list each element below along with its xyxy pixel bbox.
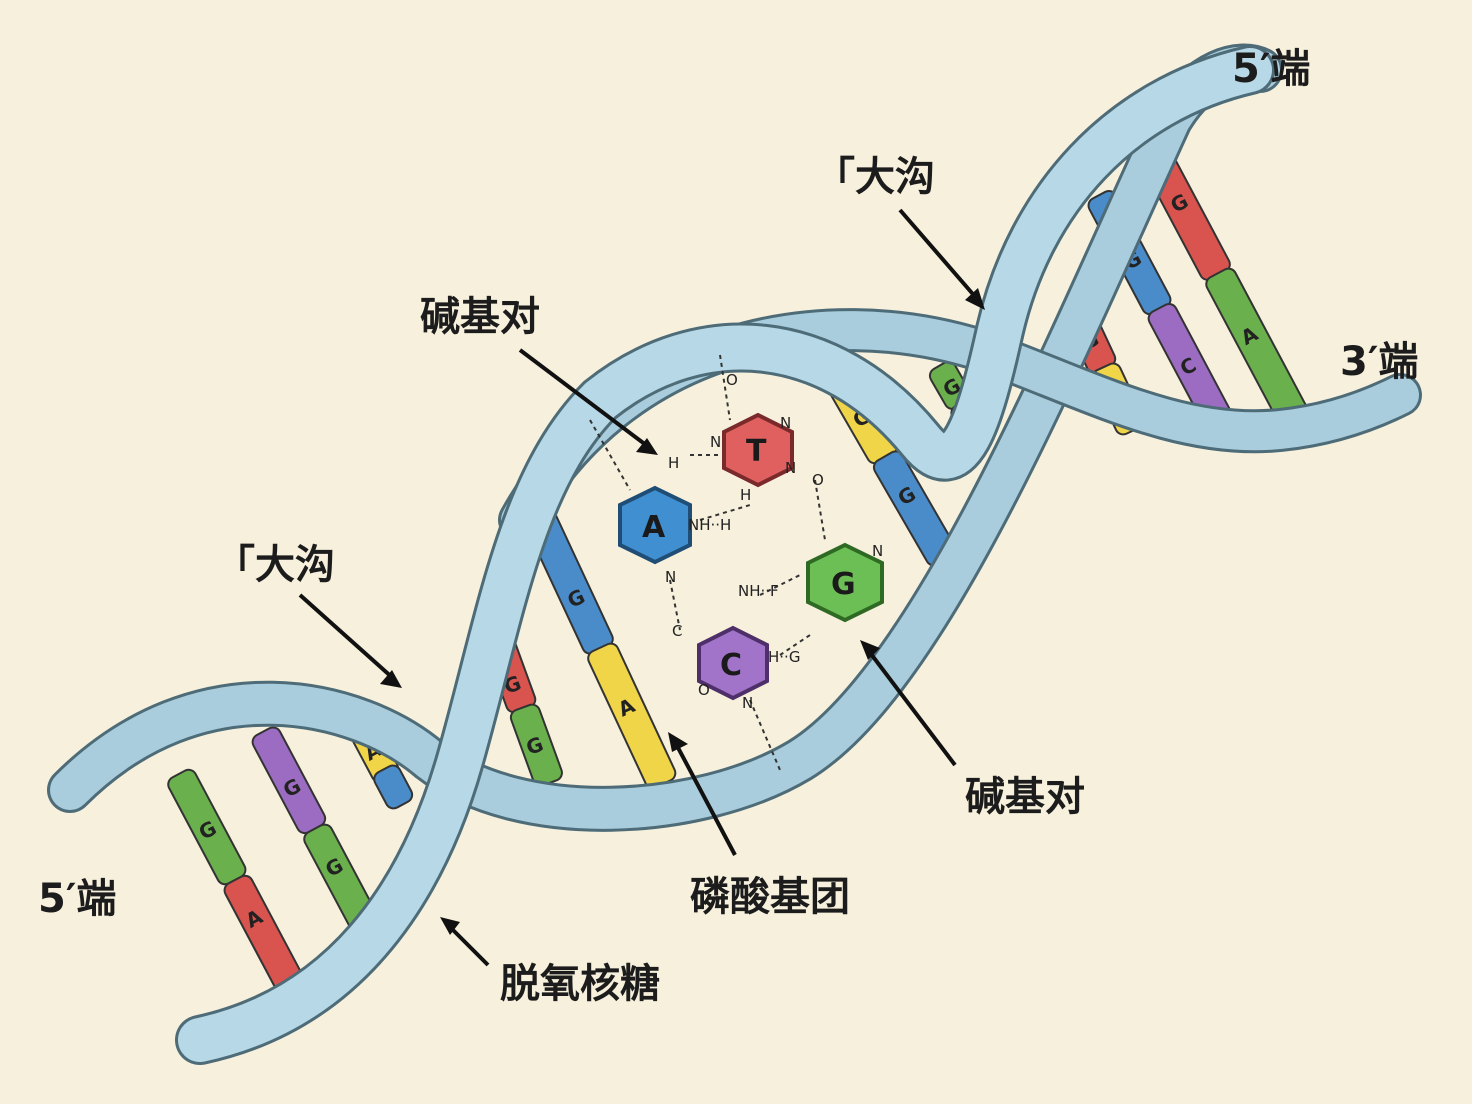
thymine-ring: T	[722, 412, 794, 488]
backbone-strands	[47, 43, 1422, 1065]
thymine-label: T	[746, 434, 767, 469]
atom-label: NH··F	[738, 582, 779, 600]
arrowhead	[380, 670, 402, 688]
arrow-deoxyribose	[446, 923, 490, 967]
atom-label: O	[698, 681, 710, 699]
atom-label: NH··H	[688, 516, 731, 534]
molecular-detail: A T G C H N O N N O NH··H H N C NH··F N …	[589, 354, 884, 771]
atom-label: H	[668, 454, 679, 472]
arrow-major-groove-top	[898, 208, 980, 302]
cytosine-ring: C	[697, 625, 769, 701]
atom-label: C	[672, 622, 682, 640]
label-arrows	[298, 208, 985, 967]
rung: G G	[251, 726, 378, 932]
atom-label: N	[742, 694, 753, 712]
atom-label: N	[780, 414, 791, 432]
atom-label: O	[812, 471, 824, 489]
base-pair-rungs: G A G G A G G G A G	[167, 123, 1308, 1001]
arrowhead	[636, 438, 658, 455]
diagram-labels: 5′端 3′端 「大沟 碱基对 「大沟 碱基对 5′端 磷酸基团 脱氧核糖	[38, 46, 1418, 1007]
label-deoxyribose: 脱氧核糖	[500, 961, 660, 1007]
atom-label: N	[872, 542, 883, 560]
adenine-ring: A	[618, 485, 692, 565]
label-phosphate-group: 磷酸基团	[690, 874, 850, 920]
hydrogen-bonds	[589, 354, 826, 771]
atom-label: H··G	[768, 648, 800, 666]
label-five-prime-end-left: 5′端	[38, 876, 116, 922]
backbone-fill	[178, 48, 1272, 1062]
arrowhead	[440, 917, 460, 935]
adenine-label: A	[642, 510, 666, 545]
rung: G A	[524, 508, 677, 789]
arrowhead	[860, 640, 880, 660]
atom-label: N	[785, 459, 796, 477]
label-major-groove-top: 「大沟	[815, 154, 935, 200]
label-three-prime-end: 3′端	[1340, 339, 1418, 385]
arrow-phosphate-group	[673, 741, 737, 856]
atom-label: N	[665, 568, 676, 586]
label-five-prime-end-top: 5′端	[1232, 46, 1310, 92]
rung-letter: G	[523, 732, 547, 760]
atom-labels: H N O N N O NH··H H N C NH··F N H··G O N	[665, 371, 883, 712]
arrow-base-pair-right	[866, 648, 957, 767]
atom-label: O	[726, 371, 738, 389]
arrow-base-pair-top	[518, 348, 652, 450]
label-major-groove-left: 「大沟	[215, 542, 335, 588]
label-base-pair-right: 碱基对	[965, 774, 1085, 820]
atom-label: H	[740, 486, 751, 504]
arrowhead	[668, 732, 688, 752]
cytosine-label: C	[720, 648, 742, 683]
label-base-pair-top: 碱基对	[420, 294, 540, 340]
arrowhead	[965, 288, 985, 310]
guanine-ring: G	[806, 542, 884, 623]
guanine-label: G	[831, 567, 856, 602]
atom-label: N	[710, 433, 721, 451]
arrow-major-groove-left	[298, 593, 397, 682]
